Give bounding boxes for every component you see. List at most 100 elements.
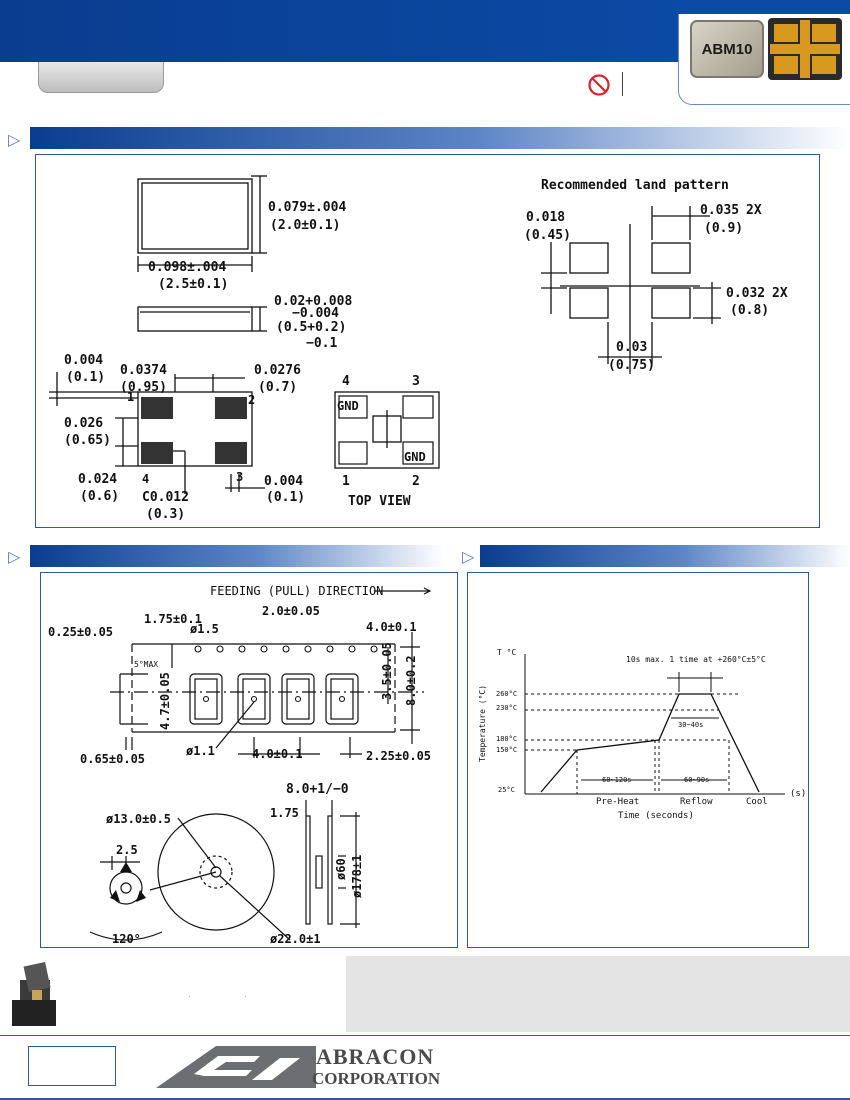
footer-bottom-rule <box>0 1098 850 1100</box>
section-bar-tape-reel <box>30 545 444 567</box>
footer-info-panel <box>346 956 850 1032</box>
company-name: ABRACON <box>316 1044 435 1069</box>
dim-height-mm-b: −0.1 <box>306 336 338 351</box>
tape-t13: 2.25±0.05 <box>366 749 432 763</box>
section-bar-dimensions <box>30 127 850 149</box>
reflow-reflow: Reflow <box>680 797 713 807</box>
dim-d2-mm: (0.95) <box>120 380 167 395</box>
dimension-drawing <box>49 175 721 494</box>
reflow-60120: 60~120s <box>602 776 632 784</box>
reflow-x-unit: (s) <box>790 789 807 799</box>
reel-r2: ø13.0±0.5 <box>106 812 172 826</box>
dim-length-in: 0.098±.004 <box>148 260 227 275</box>
reflow-180: 180°C <box>496 735 518 743</box>
bottom-pin4: 4 <box>142 472 150 486</box>
dim-d5-mm: (0.6) <box>80 489 120 504</box>
reel-r1: 8.0+1/−0 <box>286 782 349 797</box>
reflow-frame <box>467 572 809 948</box>
chip-underside-photo <box>768 18 842 80</box>
dim-d4-in: 0.026 <box>64 416 104 431</box>
reflow-t-axis: T °C <box>497 648 517 657</box>
dim-d3-in: 0.0276 <box>254 363 301 378</box>
land-a-mm: (0.45) <box>524 228 571 243</box>
tape-t12: 4.0±0.1 <box>252 747 303 761</box>
top-pin3: 3 <box>412 374 420 389</box>
dim-d6-mm: (0.3) <box>146 507 186 522</box>
footer-divider <box>0 1035 850 1036</box>
crystal-chip-photo: ABM10 <box>690 20 764 78</box>
divider <box>622 72 623 96</box>
dim-height-in-b: −0.004 <box>292 306 339 321</box>
header-tab <box>38 62 164 93</box>
reflow-note: 10s max. 1 time at +260°C±5°C <box>626 655 766 664</box>
land-c-mm: (0.8) <box>730 303 770 318</box>
land-c-in: 0.032 <box>726 286 766 301</box>
tape-t3: ø1.5 <box>190 622 219 636</box>
tape-t8: 3.5±0.05 <box>380 642 394 700</box>
land-b-mm: (0.9) <box>704 221 744 236</box>
reel-r3: 1.75 <box>270 806 299 820</box>
feeding-direction: FEEDING (PULL) DIRECTION <box>210 584 384 598</box>
reflow-preheat: Pre-Heat <box>596 797 640 807</box>
dim-d5-in: 0.024 <box>78 472 118 487</box>
header-banner-right <box>680 0 850 18</box>
dim-height-mm-a: (0.5+0.2) <box>276 320 347 335</box>
top-gnd-2: GND <box>404 450 426 464</box>
dim-width-mm: (2.0±0.1) <box>270 218 341 233</box>
reel-r4: 2.5 <box>116 843 138 857</box>
tape-reel-drawing <box>89 587 432 941</box>
top-pin4: 4 <box>342 374 350 389</box>
top-view-label: TOP VIEW <box>348 494 411 509</box>
reflow-y-label: Temperature (°C) <box>478 684 487 762</box>
land-b-in: 0.035 <box>700 203 740 218</box>
land-pattern-title: Recommended land pattern <box>541 178 729 193</box>
footer-dot-1: · <box>188 992 191 1001</box>
reflow-6090: 60~90s <box>684 776 710 784</box>
tape-t9: 8.0±0.2 <box>404 655 418 706</box>
top-pin1: 1 <box>342 474 350 489</box>
pb-free-icon <box>588 74 610 96</box>
dim-d2-in: 0.0374 <box>120 363 167 378</box>
land-d-mm: (0.75) <box>608 358 655 373</box>
page-number-box <box>28 1046 116 1086</box>
tape-t11: ø1.1 <box>186 744 215 758</box>
reel-r8: ø22.0±1 <box>270 932 321 946</box>
tape-t6: 5°MAX <box>134 660 159 669</box>
tape-t4: 2.0±0.05 <box>262 604 320 618</box>
chip-label: ABM10 <box>701 40 753 58</box>
dim-d7-in: 0.004 <box>264 474 304 489</box>
land-a-in: 0.018 <box>526 210 566 225</box>
reflow-25: 25°C <box>498 786 515 794</box>
tape-t5: 4.0±0.1 <box>366 620 417 634</box>
section-bar-reflow <box>480 545 850 567</box>
dim-d1-in: 0.004 <box>64 353 104 368</box>
section-arrow-icon: ▷ <box>8 549 21 566</box>
dim-length-mm: (2.5±0.1) <box>158 277 229 292</box>
test-socket-photo <box>12 961 56 1026</box>
section-arrow-icon: ▷ <box>8 132 21 149</box>
bottom-pin1: 1 <box>127 390 135 404</box>
bottom-pin2: 2 <box>248 393 256 407</box>
reel-r7: 120° <box>112 932 141 946</box>
tape-t10: 0.65±0.05 <box>80 752 146 766</box>
land-b-mult: 2X <box>746 203 762 218</box>
company-subtitle: CORPORATION <box>312 1069 441 1088</box>
dim-width-in: 0.079±.004 <box>268 200 347 215</box>
reflow-230: 230°C <box>496 704 518 712</box>
abracon-logo-icon <box>156 1046 316 1088</box>
reflow-x-label: Time (seconds) <box>618 811 694 821</box>
dim-d3-mm: (0.7) <box>258 380 298 395</box>
top-gnd-1: GND <box>337 399 359 413</box>
footer-dot-2: · <box>244 992 247 1001</box>
reflow-chart <box>524 654 785 795</box>
top-pin2: 2 <box>412 474 420 489</box>
reflow-cool: Cool <box>746 797 768 807</box>
tape-t2: 0.25±0.05 <box>48 625 114 639</box>
header-banner <box>0 0 680 62</box>
reflow-260: 260°C <box>496 690 518 698</box>
reel-r6: ø178±1 <box>350 854 364 898</box>
bottom-pin3: 3 <box>236 470 244 484</box>
section-arrow-icon: ▷ <box>462 549 475 566</box>
dim-d7-mm: (0.1) <box>266 490 306 505</box>
dim-d4-mm: (0.65) <box>64 433 111 448</box>
